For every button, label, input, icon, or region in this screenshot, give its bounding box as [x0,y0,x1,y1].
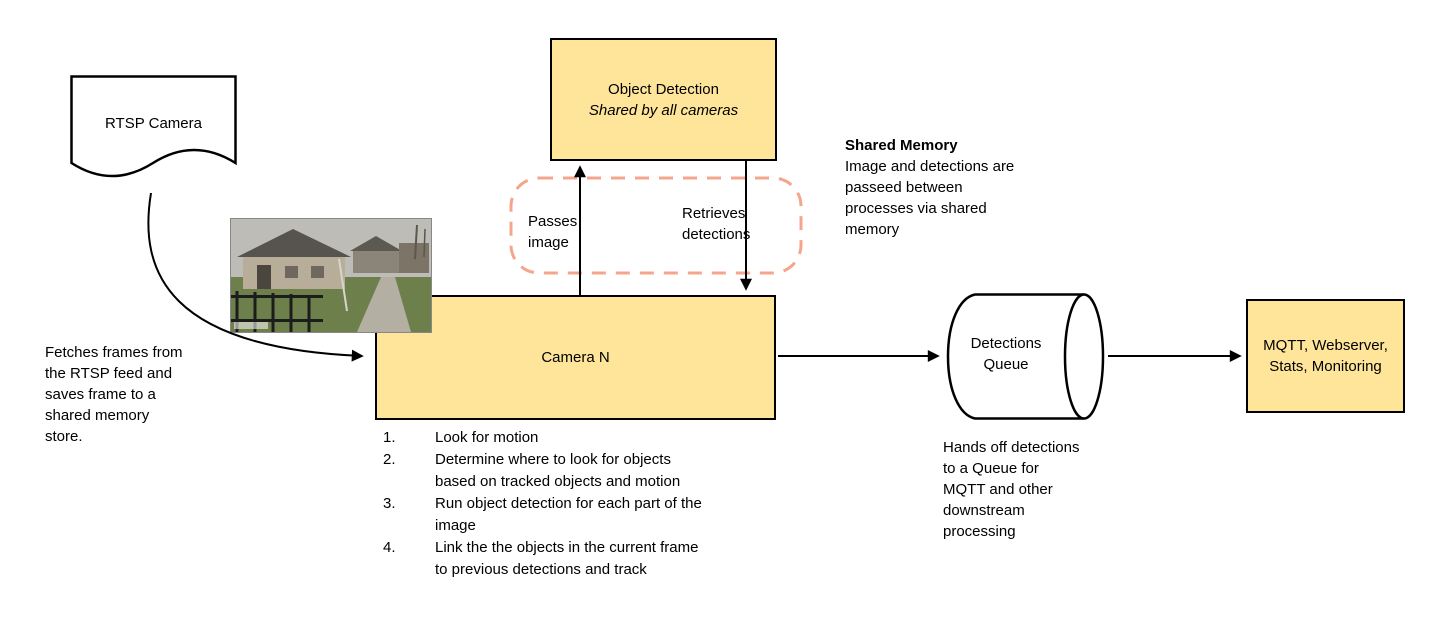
camera-snapshot-image [230,218,432,333]
object-detection-title: Object Detection [608,80,719,98]
queue-cylinder-shape [946,293,1105,420]
shared-memory-boundary [509,176,803,275]
passes-image-label: Passes image [528,213,578,251]
step-number: 3. [383,495,396,512]
step-text: Look for motion [435,429,539,446]
object-detection-subtitle: Shared by all cameras [588,101,739,119]
camera-n-node: Camera N [375,295,776,420]
camera-n-label: Camera N [541,349,610,366]
shared-memory-note-body: Image and detections are passeed between… [845,158,1015,238]
list-item: 4. Link the the objects in the current f… [383,537,813,581]
step-number: 1. [383,429,396,446]
document-shape-icon [70,75,237,178]
list-item: 1. Look for motion [383,427,813,449]
step-number: 4. [383,539,396,556]
step-number: 2. [383,451,396,468]
camera-n-steps-list: 1. Look for motion 2. Determine where to… [383,427,813,581]
shared-memory-note: Shared Memory Image and detections are p… [845,135,1070,240]
fetches-frames-note: Fetches frames from the RTSP feed and sa… [45,344,183,445]
mqtt-webserver-label: MQTT, Webserver, Stats, Monitoring [1263,337,1388,375]
detections-queue-label: Detections Queue [970,335,1042,373]
object-detection-node: Object Detection Shared by all cameras [550,38,777,161]
step-text: Run object detection for each part of th… [435,495,702,534]
step-text: Link the the objects in the current fram… [435,539,699,578]
hands-off-note: Hands off detections to a Queue for MQTT… [943,439,1080,540]
rtsp-camera-node: RTSP Camera [70,75,237,197]
mqtt-webserver-node: MQTT, Webserver, Stats, Monitoring [1246,299,1405,413]
list-item: 2. Determine where to look for objects b… [383,449,813,493]
rtsp-camera-label: RTSP Camera [105,115,202,132]
retrieves-detections-label: Retrieves detections [682,205,751,243]
step-text: Determine where to look for objects base… [435,451,681,490]
list-item: 3. Run object detection for each part of… [383,493,813,537]
detections-queue-node: Detections Queue [945,293,1107,420]
shared-memory-note-title: Shared Memory [845,137,958,154]
